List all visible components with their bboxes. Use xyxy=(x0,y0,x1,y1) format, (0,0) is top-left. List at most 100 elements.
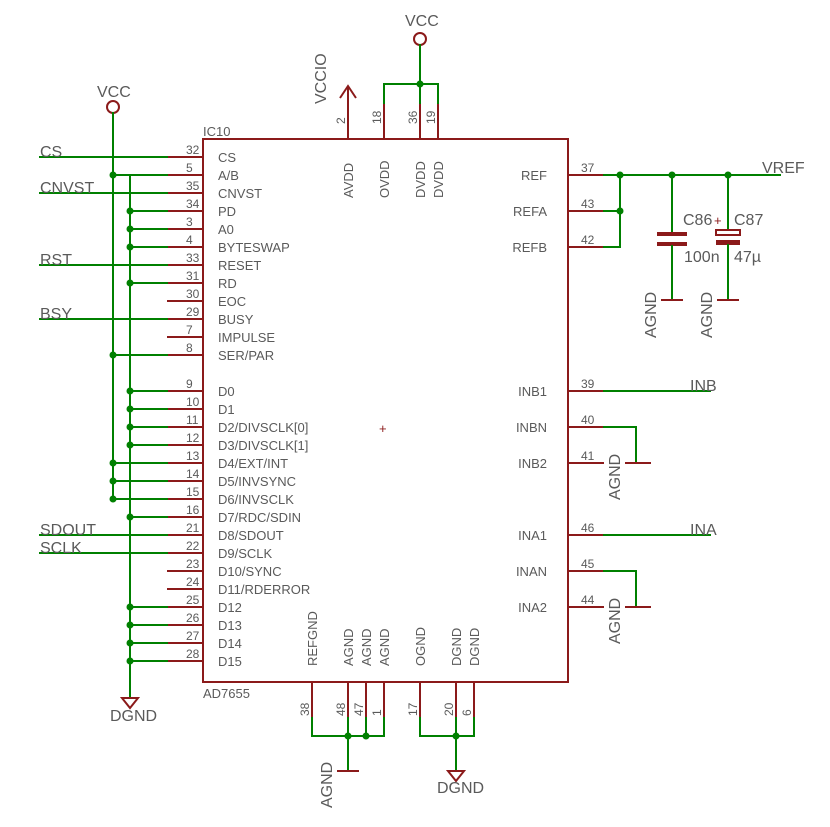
left-pin-32-number: 32 xyxy=(186,143,200,157)
right-pin-43-name: REFA xyxy=(513,204,547,219)
junction-vcc-pin-14 xyxy=(109,477,117,485)
right-pin-46-name: INA1 xyxy=(518,528,547,543)
junction-vcc-top xyxy=(416,80,424,88)
net-label-cnvst: CNVST xyxy=(40,180,94,197)
junction-vcc-pin-13 xyxy=(109,459,117,467)
net-label-sclk: SCLK xyxy=(40,540,82,557)
right-pin-40-number: 40 xyxy=(581,413,595,427)
right-pin-39-name: INB1 xyxy=(518,384,547,399)
left-pin-28-name: D15 xyxy=(218,654,242,669)
top-pin-19-name: DVDD xyxy=(431,161,446,198)
left-pin-10-name: D1 xyxy=(218,402,235,417)
bottom-pin-17-name: OGND xyxy=(413,627,428,666)
vcc-left-symbol xyxy=(106,100,120,114)
junction-ref xyxy=(616,171,624,179)
net-label-ina: INA xyxy=(690,522,717,539)
left-pin-7-name: IMPULSE xyxy=(218,330,275,345)
left-pin-9-name: D0 xyxy=(218,384,235,399)
bottom-pin-group: 38REFGND48AGND47AGND1AGND17OGND20DGND6DG… xyxy=(298,611,482,718)
junction-agnd-48 xyxy=(344,732,352,740)
left-pin-16-name: D7/RDC/SDIN xyxy=(218,510,301,525)
bottom-pin-6-name: DGND xyxy=(467,628,482,666)
junction-dgnd-pin-10 xyxy=(126,405,134,413)
ic-origin-mark: + xyxy=(379,421,387,436)
left-pin-8-number: 8 xyxy=(186,341,193,355)
bottom-pin-6-number: 6 xyxy=(460,709,474,716)
left-pin-31-name: RD xyxy=(218,276,237,291)
right-pin-45-number: 45 xyxy=(581,557,595,571)
wire-inan xyxy=(603,570,637,608)
bottom-pin-47-name: AGND xyxy=(359,628,374,666)
left-pin-27-number: 27 xyxy=(186,629,200,643)
c86-ref-label: C86 xyxy=(683,212,712,229)
top-pin-2-name: AVDD xyxy=(341,163,356,198)
left-pin-14-number: 14 xyxy=(186,467,200,481)
inb-gnd-label: AGND xyxy=(607,454,624,500)
right-pin-46-number: 46 xyxy=(581,521,595,535)
right-pin-45-name: INAN xyxy=(516,564,547,579)
left-pin-5-number: 5 xyxy=(186,161,193,175)
left-pin-9-number: 9 xyxy=(186,377,193,391)
junction-dgnd-pin-9 xyxy=(126,387,134,395)
dgnd-left-symbol xyxy=(119,697,141,710)
left-pin-29-name: BUSY xyxy=(218,312,254,327)
top-pin-19-number: 19 xyxy=(424,110,438,124)
vcc-top-bus xyxy=(383,83,439,104)
left-pin-23-name: D10/SYNC xyxy=(218,564,282,579)
left-pin-10-number: 10 xyxy=(186,395,200,409)
c87-gnd-label: AGND xyxy=(699,292,716,338)
bottom-pin-1-name: AGND xyxy=(377,628,392,666)
top-pin-36-number: 36 xyxy=(406,110,420,124)
bottom-pin-48-number: 48 xyxy=(334,702,348,716)
right-pin-37-name: REF xyxy=(521,168,547,183)
left-pin-13-name: D4/EXT/INT xyxy=(218,456,288,471)
left-pin-25-name: D12 xyxy=(218,600,242,615)
junction-dgnd-pin-16 xyxy=(126,513,134,521)
junction-dgnd-pin-31 xyxy=(126,279,134,287)
left-pin-15-name: D6/INVSCLK xyxy=(218,492,294,507)
left-pin-14-name: D5/INVSYNC xyxy=(218,474,296,489)
net-label-bsy: BSY xyxy=(40,306,72,323)
left-pin-34-number: 34 xyxy=(186,197,200,211)
dgnd-bottom-label: DGND xyxy=(437,780,484,797)
wire-inbn xyxy=(603,426,637,464)
top-pin-2-number: 2 xyxy=(334,117,348,124)
left-pin-33-number: 33 xyxy=(186,251,200,265)
left-pin-11-number: 11 xyxy=(186,413,199,427)
junction-dgnd-pin-4 xyxy=(126,243,134,251)
ina-gnd-label: AGND xyxy=(607,598,624,644)
left-pin-33-name: RESET xyxy=(218,258,261,273)
left-pin-35-number: 35 xyxy=(186,179,200,193)
left-pin-30-name: EOC xyxy=(218,294,246,309)
left-pin-26-number: 26 xyxy=(186,611,200,625)
wire-refb xyxy=(603,210,621,248)
left-pin-7-number: 7 xyxy=(186,323,193,337)
left-pin-4-name: BYTESWAP xyxy=(218,240,290,255)
left-pin-3-number: 3 xyxy=(186,215,193,229)
junction-dgnd-pin-27 xyxy=(126,639,134,647)
dgnd-left-label: DGND xyxy=(110,708,157,725)
top-pin-18-name: OVDD xyxy=(377,160,392,198)
left-pin-16-number: 16 xyxy=(186,503,200,517)
net-label-rst: RST xyxy=(40,252,72,269)
left-pin-24-name: D11/RDERROR xyxy=(218,582,310,597)
left-pin-11-name: D2/DIVSCLK[0] xyxy=(218,420,308,435)
vccio-label: VCCIO xyxy=(313,53,330,104)
left-pin-8-name: SER/PAR xyxy=(218,348,274,363)
bottom-pin-48-name: AGND xyxy=(341,628,356,666)
c86-gnd-label: AGND xyxy=(643,292,660,338)
right-pin-group: 37REF43REFA42REFB39INB140INBN41INB246INA… xyxy=(512,161,604,615)
c87-plate-bottom xyxy=(716,240,740,245)
left-pin-35-name: CNVST xyxy=(218,186,262,201)
ic-value-label: AD7655 xyxy=(203,686,250,701)
junction-vcc-pin-5 xyxy=(109,171,117,179)
top-pin-36-name: DVDD xyxy=(413,161,428,198)
left-pin-22-number: 22 xyxy=(186,539,200,553)
right-pin-37-number: 37 xyxy=(581,161,595,175)
right-pin-39-number: 39 xyxy=(581,377,595,391)
right-pin-44-name: INA2 xyxy=(518,600,547,615)
left-pin-4-number: 4 xyxy=(186,233,193,247)
right-pin-42-number: 42 xyxy=(581,233,595,247)
